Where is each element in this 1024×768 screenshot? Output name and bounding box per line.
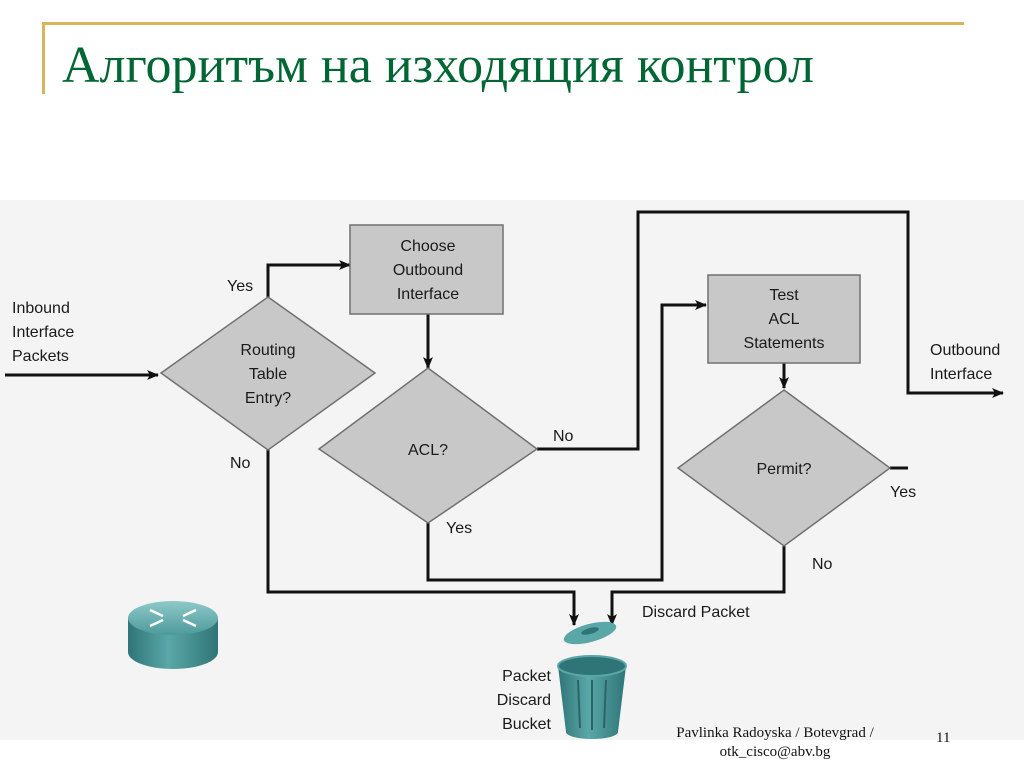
test-acl-label-line2: ACL: [768, 311, 799, 328]
routing-label-line2: Table: [249, 366, 287, 383]
diagram-labels: Inbound Interface Packets Routing Table …: [12, 238, 1000, 733]
acl-no-line: [537, 210, 1004, 451]
routing-label-line3: Entry?: [245, 390, 291, 407]
slide-title: Алгоритъм на изходящия контрол: [62, 37, 814, 94]
trash-bucket-icon: [557, 621, 627, 739]
choose-label-line3: Interface: [397, 286, 459, 303]
router-icon: [128, 601, 218, 669]
permit-no-line: [607, 546, 786, 626]
footer-author: Pavlinka Radoyska / Botevgrad / otk_cisc…: [640, 724, 910, 762]
slide-number: 11: [936, 730, 951, 746]
footer-line-1: Pavlinka Radoyska / Botevgrad /: [676, 725, 874, 741]
permit-yes-label: Yes: [890, 484, 916, 501]
routing-no-label: No: [230, 455, 251, 472]
test-acl-box: [707, 274, 861, 364]
acl-yes-label: Yes: [446, 520, 472, 537]
permit-no-label: No: [812, 556, 833, 573]
discard-packet-label: Discard Packet: [642, 604, 750, 621]
routing-decision-diamond: [159, 296, 377, 451]
outbound-label-line1: Outbound: [930, 342, 1000, 359]
title-rule-left: [42, 22, 45, 94]
inbound-label-line1: Inbound: [12, 300, 70, 317]
routing-yes-line: [266, 260, 351, 297]
choose-label-line2: Outbound: [393, 262, 463, 279]
title-rule-top: [42, 22, 964, 25]
flow-shapes: [159, 224, 892, 547]
connector-lines: [5, 210, 1004, 626]
test-acl-label-line1: Test: [769, 287, 799, 304]
bucket-label-line3: Bucket: [502, 716, 551, 733]
routing-label-line1: Routing: [240, 342, 295, 359]
choose-label-line1: Choose: [400, 238, 455, 255]
bucket-label-line2: Discard: [497, 692, 551, 709]
outbound-label-line2: Interface: [930, 366, 992, 383]
acl-yes-line: [426, 300, 707, 582]
acl-no-label: No: [553, 428, 574, 445]
routing-no-line: [266, 450, 579, 626]
flowchart: Inbound Interface Packets Routing Table …: [5, 210, 1004, 739]
bucket-label-line1: Packet: [502, 668, 551, 685]
permit-decision-diamond: [676, 389, 892, 547]
acl-decision-label: ACL?: [408, 442, 448, 459]
routing-yes-label: Yes: [227, 278, 253, 295]
acl-decision-diamond: [317, 367, 539, 524]
choose-outbound-box: [349, 224, 504, 315]
inbound-label-line2: Interface: [12, 324, 74, 341]
permit-decision-label: Permit?: [756, 461, 811, 478]
test-acl-label-line3: Statements: [744, 335, 825, 352]
inbound-label-line3: Packets: [12, 348, 69, 365]
footer-line-2: otk_cisco@abv.bg: [719, 744, 831, 760]
